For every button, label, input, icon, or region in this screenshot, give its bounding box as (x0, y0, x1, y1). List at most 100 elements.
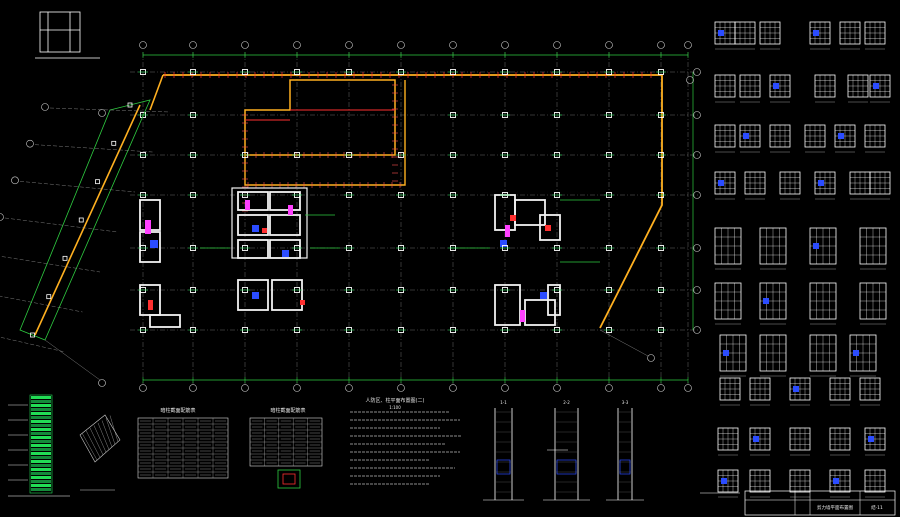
storey-legend (8, 394, 70, 497)
axis-bubble-icon (693, 286, 701, 294)
wing-grid-line (0, 256, 101, 273)
legend-row (31, 480, 51, 483)
core-outline (231, 187, 308, 259)
legend-row (31, 404, 51, 407)
legend-row (31, 468, 51, 471)
axis-bubble-icon (553, 384, 561, 392)
axis-bubble-icon (605, 41, 613, 49)
rebar-table-1: 暗柱截面配筋表 (137, 407, 229, 479)
wall-marker (540, 292, 547, 299)
wall-marker (262, 228, 267, 233)
drawing-number: 结-11 (871, 504, 883, 511)
axis-bubble-icon (139, 384, 147, 392)
beam-outer-left (149, 74, 164, 111)
title-block-name: 剪力墙平面布置图 (817, 504, 853, 511)
axis-bubble-icon (397, 384, 405, 392)
legend-row (31, 484, 51, 487)
axis-bubble-icon (684, 384, 692, 392)
shear-wall-core (237, 214, 269, 236)
axis-bubble-icon (241, 384, 249, 392)
axis-bubble-icon (693, 111, 701, 119)
wall-marker (300, 300, 305, 305)
hatch-line (81, 432, 98, 461)
column-layout (138, 69, 666, 333)
rebar-fill (813, 243, 819, 249)
hatch-line (97, 422, 110, 450)
grid-line-skew (599, 329, 649, 357)
hatch-line (85, 430, 101, 458)
wall-marker (252, 225, 259, 232)
shear-wall-right (539, 214, 561, 241)
section-rebar-block (556, 459, 577, 475)
wall-marker (500, 240, 507, 247)
general-notes (350, 411, 462, 485)
axis-bubble-icon (139, 41, 147, 49)
shear-wall-core (269, 214, 301, 236)
section-label: 2-2 (563, 400, 570, 405)
axis-bubble-icon (41, 103, 49, 111)
legend-row (31, 408, 51, 411)
rebar-fill (868, 436, 874, 442)
hatch-line (105, 417, 116, 445)
rebar-fill (813, 30, 819, 36)
legend-row (31, 448, 51, 451)
axis-bubble-icon (693, 68, 701, 76)
axis-bubble-icon (693, 326, 701, 334)
wing-grid-line (44, 339, 101, 381)
wall-marker (148, 300, 153, 310)
shear-wall-right (547, 284, 561, 316)
wing-grid-line (34, 144, 153, 153)
column-icon (95, 179, 100, 185)
rebar-fill (718, 180, 724, 186)
table-1-title: 暗柱截面配筋表 (160, 407, 195, 414)
axis-bubble-icon (501, 384, 509, 392)
wall-marker (288, 205, 293, 215)
axis-bubble-icon (501, 41, 509, 49)
wall-marker (520, 310, 525, 322)
plan-scale: 1:100 (389, 405, 401, 410)
rebar-fill (743, 133, 749, 139)
axis-bubble-icon (657, 41, 665, 49)
wing-grid-line (4, 217, 118, 233)
legend-row (31, 428, 51, 431)
legend-row (31, 416, 51, 419)
table-2-title: 暗柱截面配筋表 (270, 407, 305, 414)
column-icon (111, 140, 117, 146)
legend-row (31, 440, 51, 443)
legend-row (31, 488, 51, 491)
wall-marker (282, 250, 289, 257)
hatch-line (109, 415, 119, 442)
axis-bubble-icon (0, 213, 4, 221)
shear-wall-left (149, 314, 181, 328)
rebar-fill (838, 133, 844, 139)
legend-row (31, 444, 51, 447)
legend-row (31, 452, 51, 455)
column-detail-sheet (714, 21, 891, 498)
shear-wall-core (271, 279, 303, 311)
axis-bubble-icon (293, 384, 301, 392)
legend-row (31, 436, 51, 439)
wall-marker (505, 225, 510, 237)
rebar-fill (853, 350, 859, 356)
legend-row (31, 464, 51, 467)
beam-layout (149, 72, 663, 329)
axis-bubble-icon (98, 379, 106, 387)
legend-row (31, 412, 51, 415)
section-rebar-block (496, 459, 511, 475)
axis-bubble-icon (693, 191, 701, 199)
axis-bubble-icon (345, 384, 353, 392)
rebar-fill (763, 298, 769, 304)
shear-wall-core (269, 191, 301, 211)
wall-marker (252, 292, 259, 299)
hatch-line (101, 420, 113, 448)
axis-bubble-icon (684, 41, 692, 49)
rebar-table-2: 暗柱截面配筋表 (249, 407, 323, 467)
wall-marker (150, 240, 158, 248)
axis-bubble-icon (345, 41, 353, 49)
rebar-fill (718, 30, 724, 36)
section-label: 1-1 (500, 400, 507, 405)
axis-grid (130, 41, 701, 392)
axis-bubble-icon (693, 244, 701, 252)
axis-bubble-icon (449, 41, 457, 49)
